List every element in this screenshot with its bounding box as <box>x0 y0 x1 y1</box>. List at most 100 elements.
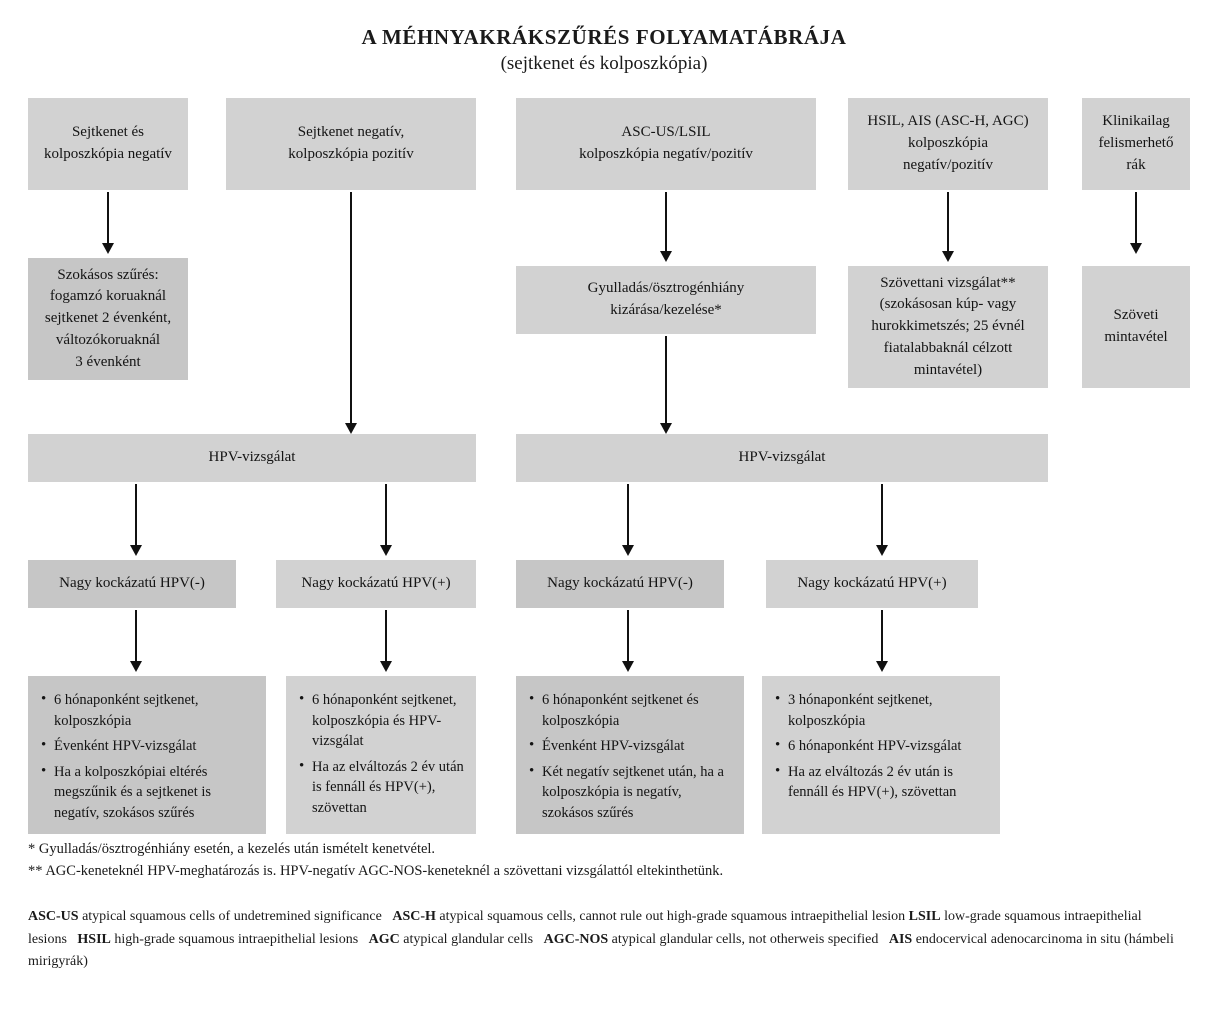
node-szovettani-vizsgalat[interactable]: Szövettani vizsgálat** (szokásosan kúp- … <box>848 266 1048 388</box>
node-line: Nagy kockázatú HPV(+) <box>797 575 947 592</box>
node-line: Szövettani vizsgálat** <box>880 274 1016 291</box>
node-line: hurokkimetszés; 25 évnél <box>871 318 1025 335</box>
node-szokasos-szures[interactable]: Szokásos szűrés: fogamzó koruaknál sejtk… <box>28 258 188 380</box>
node-outcome-hpv-pos-left[interactable]: 6 hónaponként sejtkenet, kolposzkópia és… <box>286 676 476 834</box>
node-line: negatív/pozitív <box>903 156 993 173</box>
list-item: Évenként HPV-vizsgálat <box>528 735 734 757</box>
legend-entry-lsil: LSIL low-grade squamous intraepithelial … <box>28 909 1142 947</box>
node-asc-us-lsil[interactable]: ASC-US/LSIL kolposzkópia negatív/pozitív <box>516 98 816 190</box>
node-line: HPV-vizsgálat <box>738 449 826 466</box>
node-line: Szöveti <box>1113 307 1159 324</box>
node-hpv-vizsgalat-right[interactable]: HPV-vizsgálat <box>516 434 1048 482</box>
legend-text: atypical squamous cells, cannot rule out… <box>439 909 906 924</box>
node-line: Gyulladás/ösztrogénhiány <box>587 280 745 297</box>
arrow-hr-pos-right-to-outcome4 <box>874 610 890 672</box>
node-line: kolposzkópia pozitív <box>288 146 414 162</box>
legend-text: high-grade squamous intraepithelial lesi… <box>114 931 359 947</box>
legend-entry-asc-us: ASC-US atypical squamous cells of undetr… <box>28 909 382 924</box>
node-line: (szokásosan kúp- vagy <box>879 296 1017 313</box>
list-item: Két negatív sejtkenet után, ha a kolposz… <box>528 761 734 824</box>
node-gyulladas-osztrogenhiany[interactable]: Gyulladás/ösztrogénhiány kizárása/kezelé… <box>516 266 816 334</box>
node-hsil-ais[interactable]: HSIL, AIS (ASC-H, AGC) kolposzkópia nega… <box>848 98 1048 190</box>
node-sejtkenet-kolposzkopia-negativ[interactable]: Sejtkenet és kolposzkópia negatív <box>28 98 188 190</box>
footnote-single-asterisk: * Gyulladás/ösztrogénhiány esetén, a kez… <box>28 841 436 857</box>
arrow-top1-to-screening <box>100 192 116 254</box>
node-line: HSIL, AIS (ASC-H, AGC) <box>867 113 1029 130</box>
list-item: 6 hónaponként sejtkenet, kolposzkópia és… <box>298 689 466 752</box>
node-line: Nagy kockázatú HPV(-) <box>547 575 693 592</box>
arrow-hr-neg-left-to-outcome1 <box>128 610 144 672</box>
node-nagy-kockazatu-hpv-neg-left[interactable]: Nagy kockázatú HPV(-) <box>28 560 236 608</box>
legend-entry-agc: AGC atypical glandular cells <box>369 932 533 947</box>
legend-entry-ais: AIS endocervical adenocarcinoma in situ … <box>28 932 1174 970</box>
page-title: A MÉHNYAKRÁKSZŰRÉS FOLYAMATÁBRÁJA <box>361 25 847 49</box>
arrow-hpv-right-to-hr-neg <box>620 484 636 556</box>
arrow-hr-neg-right-to-outcome3 <box>620 610 636 672</box>
node-line: Nagy kockázatú HPV(-) <box>59 575 205 592</box>
arrow-hpv-left-to-hr-pos <box>378 484 394 556</box>
title-block: A MÉHNYAKRÁKSZŰRÉS FOLYAMATÁBRÁJA (sejtk… <box>0 24 1208 77</box>
node-line: ASC-US/LSIL <box>621 124 711 141</box>
node-line: változókoruaknál <box>55 331 161 348</box>
legend-entry-hsil: HSIL high-grade squamous intraepithelial… <box>77 932 358 947</box>
arrow-top4-to-histology <box>940 192 956 262</box>
list-item: Évenként HPV-vizsgálat <box>40 735 256 757</box>
node-line: Sejtkenet negatív, <box>297 124 405 141</box>
node-nagy-kockazatu-hpv-pos-right[interactable]: Nagy kockázatú HPV(+) <box>766 560 978 608</box>
list-item: 6 hónaponként sejtkenet, kolposzkópia <box>40 689 256 731</box>
node-szoveti-mintavetel[interactable]: Szöveti mintavétel <box>1082 266 1190 388</box>
node-line: Szokásos szűrés: <box>57 266 159 283</box>
node-line: sejtkenet 2 évenként, <box>44 310 172 327</box>
node-line: rák <box>1126 156 1146 173</box>
outcome-list: 6 hónaponként sejtkenet és kolposzkópia … <box>528 689 734 824</box>
outcome-list: 6 hónaponként sejtkenet, kolposzkópia és… <box>298 689 466 819</box>
node-line: kolposzkópia <box>908 135 988 152</box>
outcome-list: 3 hónaponként sejtkenet, kolposzkópia 6 … <box>774 689 990 803</box>
list-item: Ha a kolposzkópiai eltérés megszűnik és … <box>40 761 256 824</box>
list-item: 3 hónaponként sejtkenet, kolposzkópia <box>774 689 990 731</box>
arrow-inflammation-to-hpv-right <box>658 336 674 434</box>
abbreviation-legend: ASC-US atypical squamous cells of undetr… <box>28 906 1190 974</box>
node-line: HPV-vizsgálat <box>208 449 296 466</box>
legend-text: low-grade squamous intraepithelial lesio… <box>28 909 1142 947</box>
node-nagy-kockazatu-hpv-neg-right[interactable]: Nagy kockázatú HPV(-) <box>516 560 724 608</box>
node-nagy-kockazatu-hpv-pos-left[interactable]: Nagy kockázatú HPV(+) <box>276 560 476 608</box>
arrow-hpv-right-to-hr-pos <box>874 484 890 556</box>
node-outcome-hpv-neg-left[interactable]: 6 hónaponként sejtkenet, kolposzkópia Év… <box>28 676 266 834</box>
outcome-list: 6 hónaponként sejtkenet, kolposzkópia Év… <box>40 689 256 824</box>
node-line: mintavétel) <box>913 361 983 378</box>
node-line: 3 évenként <box>75 353 141 370</box>
legend-text: atypical squamous cells of undetremined … <box>82 909 382 924</box>
legend-abbr: AGC <box>368 931 400 947</box>
node-line: Nagy kockázatú HPV(+) <box>301 575 451 592</box>
legend-abbr: ASC-H <box>392 909 436 924</box>
legend-text: atypical glandular cells <box>403 931 534 947</box>
list-item: 6 hónaponként sejtkenet és kolposzkópia <box>528 689 734 731</box>
legend-entry-asc-h: ASC-H atypical squamous cells, cannot ru… <box>392 909 905 924</box>
node-line: fogamzó koruaknál <box>49 288 167 305</box>
arrow-top3-to-inflammation <box>658 192 674 262</box>
node-klinikailag-felismerheto-rak[interactable]: Klinikailag felismerhető rák <box>1082 98 1190 190</box>
node-line: felismerhető <box>1098 135 1174 152</box>
list-item: 6 hónaponként HPV-vizsgálat <box>774 735 990 757</box>
legend-abbr: ASC-US <box>28 909 79 924</box>
node-line: fiatalabbaknál célzott <box>883 339 1013 356</box>
legend-abbr: AGC-NOS <box>543 931 609 947</box>
footnotes-block: * Gyulladás/ösztrogénhiány esetén, a kez… <box>28 838 1188 883</box>
legend-abbr: HSIL <box>77 931 111 947</box>
arrow-hpv-left-to-hr-neg <box>128 484 144 556</box>
node-line: mintavétel <box>1104 329 1168 345</box>
node-line: kolposzkópia negatív/pozitív <box>579 146 753 162</box>
list-item: Ha az elváltozás 2 év után is fennáll és… <box>298 756 466 819</box>
footnote-double-asterisk: ** AGC-keneteknél HPV-meghatározás is. H… <box>28 863 724 880</box>
node-hpv-vizsgalat-left[interactable]: HPV-vizsgálat <box>28 434 476 482</box>
node-outcome-hpv-neg-right[interactable]: 6 hónaponként sejtkenet és kolposzkópia … <box>516 676 744 834</box>
legend-text: endocervical adenocarcinoma in situ (hám… <box>28 931 1174 970</box>
legend-abbr: AIS <box>888 931 913 947</box>
legend-entry-agc-nos: AGC-NOS atypical glandular cells, not ot… <box>544 932 879 947</box>
arrow-hr-pos-left-to-outcome2 <box>378 610 394 672</box>
node-line: Klinikailag <box>1102 113 1170 130</box>
node-sejtkenet-negativ-kolposzkopia-pozitiv[interactable]: Sejtkenet negatív, kolposzkópia pozitív <box>226 98 476 190</box>
node-outcome-hpv-pos-right[interactable]: 3 hónaponként sejtkenet, kolposzkópia 6 … <box>762 676 1000 834</box>
